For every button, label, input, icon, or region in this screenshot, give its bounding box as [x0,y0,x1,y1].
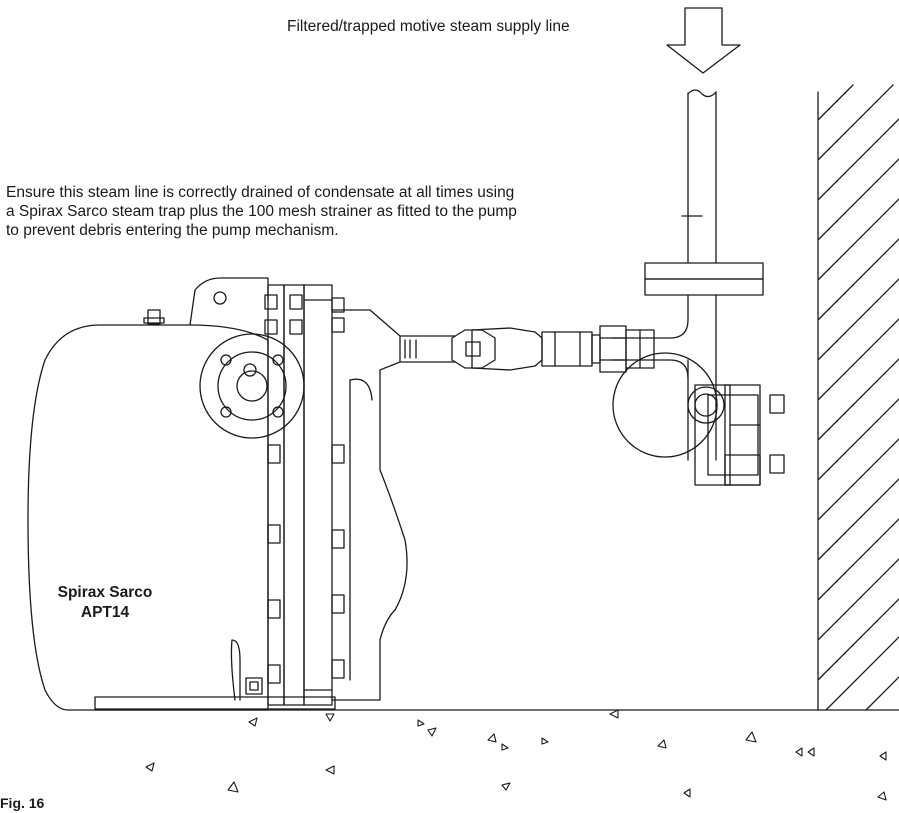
supply-arrow [666,7,741,74]
pump-brand: Spirax Sarco [57,584,153,601]
strainer [451,327,543,371]
wall-hatched [817,84,899,711]
pump-label: Spirax Sarco APT14 [50,583,160,623]
pump-model: APT14 [80,604,130,621]
branch-pipe [611,294,717,406]
steam-supply-pipe [687,89,717,461]
steam-trap [612,352,785,486]
union-nut [599,325,655,373]
floor-aggregate [145,709,887,801]
pipe-flange [644,262,764,296]
drainage-note-line: Ensure this steam line is correctly drai… [6,184,515,201]
supply-line-label: Filtered/trapped motive steam supply lin… [287,18,570,35]
inlet-pipe [399,335,456,363]
drainage-note: Ensure this steam line is correctly drai… [6,183,517,240]
coupling [541,331,601,367]
drainage-note-line: to prevent debris entering the pump mech… [6,222,339,239]
drainage-note-line: a Spirax Sarco steam trap plus the 100 m… [6,203,517,220]
figure-caption: Fig. 16 [0,795,45,811]
pump-apt14 [27,277,408,711]
